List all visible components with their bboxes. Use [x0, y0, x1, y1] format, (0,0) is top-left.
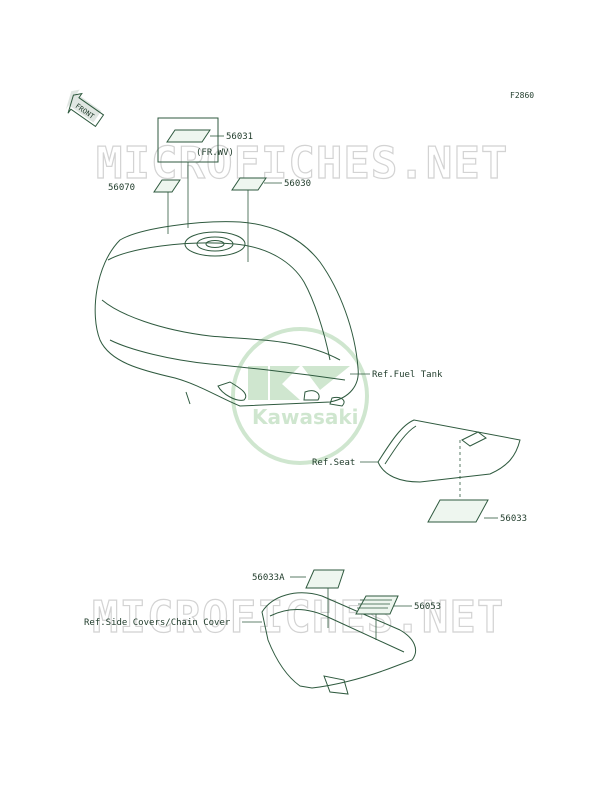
sticker-56030 — [231, 177, 267, 191]
sticker-56033A — [305, 569, 345, 589]
kawasaki-logo-text: Kawasaki — [252, 405, 359, 429]
chain-cover-outline: Ref.Side Covers/Chain Cover — [84, 592, 416, 695]
figure-code: F2860 — [510, 91, 534, 100]
ref-seat: Ref.Seat — [312, 458, 355, 468]
ref-fuel-tank: Ref.Fuel Tank — [372, 370, 443, 380]
sticker-56033 — [427, 499, 489, 523]
sticker-56031 — [166, 129, 211, 143]
ref-side-covers: Ref.Side Covers/Chain Cover — [84, 618, 231, 628]
label-56031-group: 56031 (FR.WV) — [157, 117, 253, 228]
part-number-56031: 56031 — [226, 132, 253, 142]
label-56033A-group: 56033A — [252, 569, 345, 628]
part-number-56033: 56033 — [500, 514, 527, 524]
part-number-56033A: 56033A — [252, 573, 285, 583]
sticker-56070 — [153, 179, 181, 193]
part-number-56053: 56053 — [414, 602, 441, 612]
front-arrow-icon: FRONT — [65, 89, 105, 128]
kawasaki-watermark-logo: Kawasaki — [231, 327, 369, 465]
label-56070-group: 56070 — [108, 179, 181, 234]
part-number-56030: 56030 — [284, 179, 311, 189]
part-number-56070: 56070 — [108, 183, 135, 193]
part-note-56031: (FR.WV) — [196, 148, 234, 158]
label-56030-group: 56030 — [231, 177, 311, 262]
watermark-bottom: MICROFICHES.NET — [92, 592, 504, 643]
label-56053-group: 56053 — [355, 595, 441, 640]
fuel-tank-outline: Ref.Fuel Tank — [94, 221, 443, 407]
label-56033-group: 56033 — [427, 499, 527, 524]
seat-outline: Ref.Seat — [312, 419, 521, 500]
